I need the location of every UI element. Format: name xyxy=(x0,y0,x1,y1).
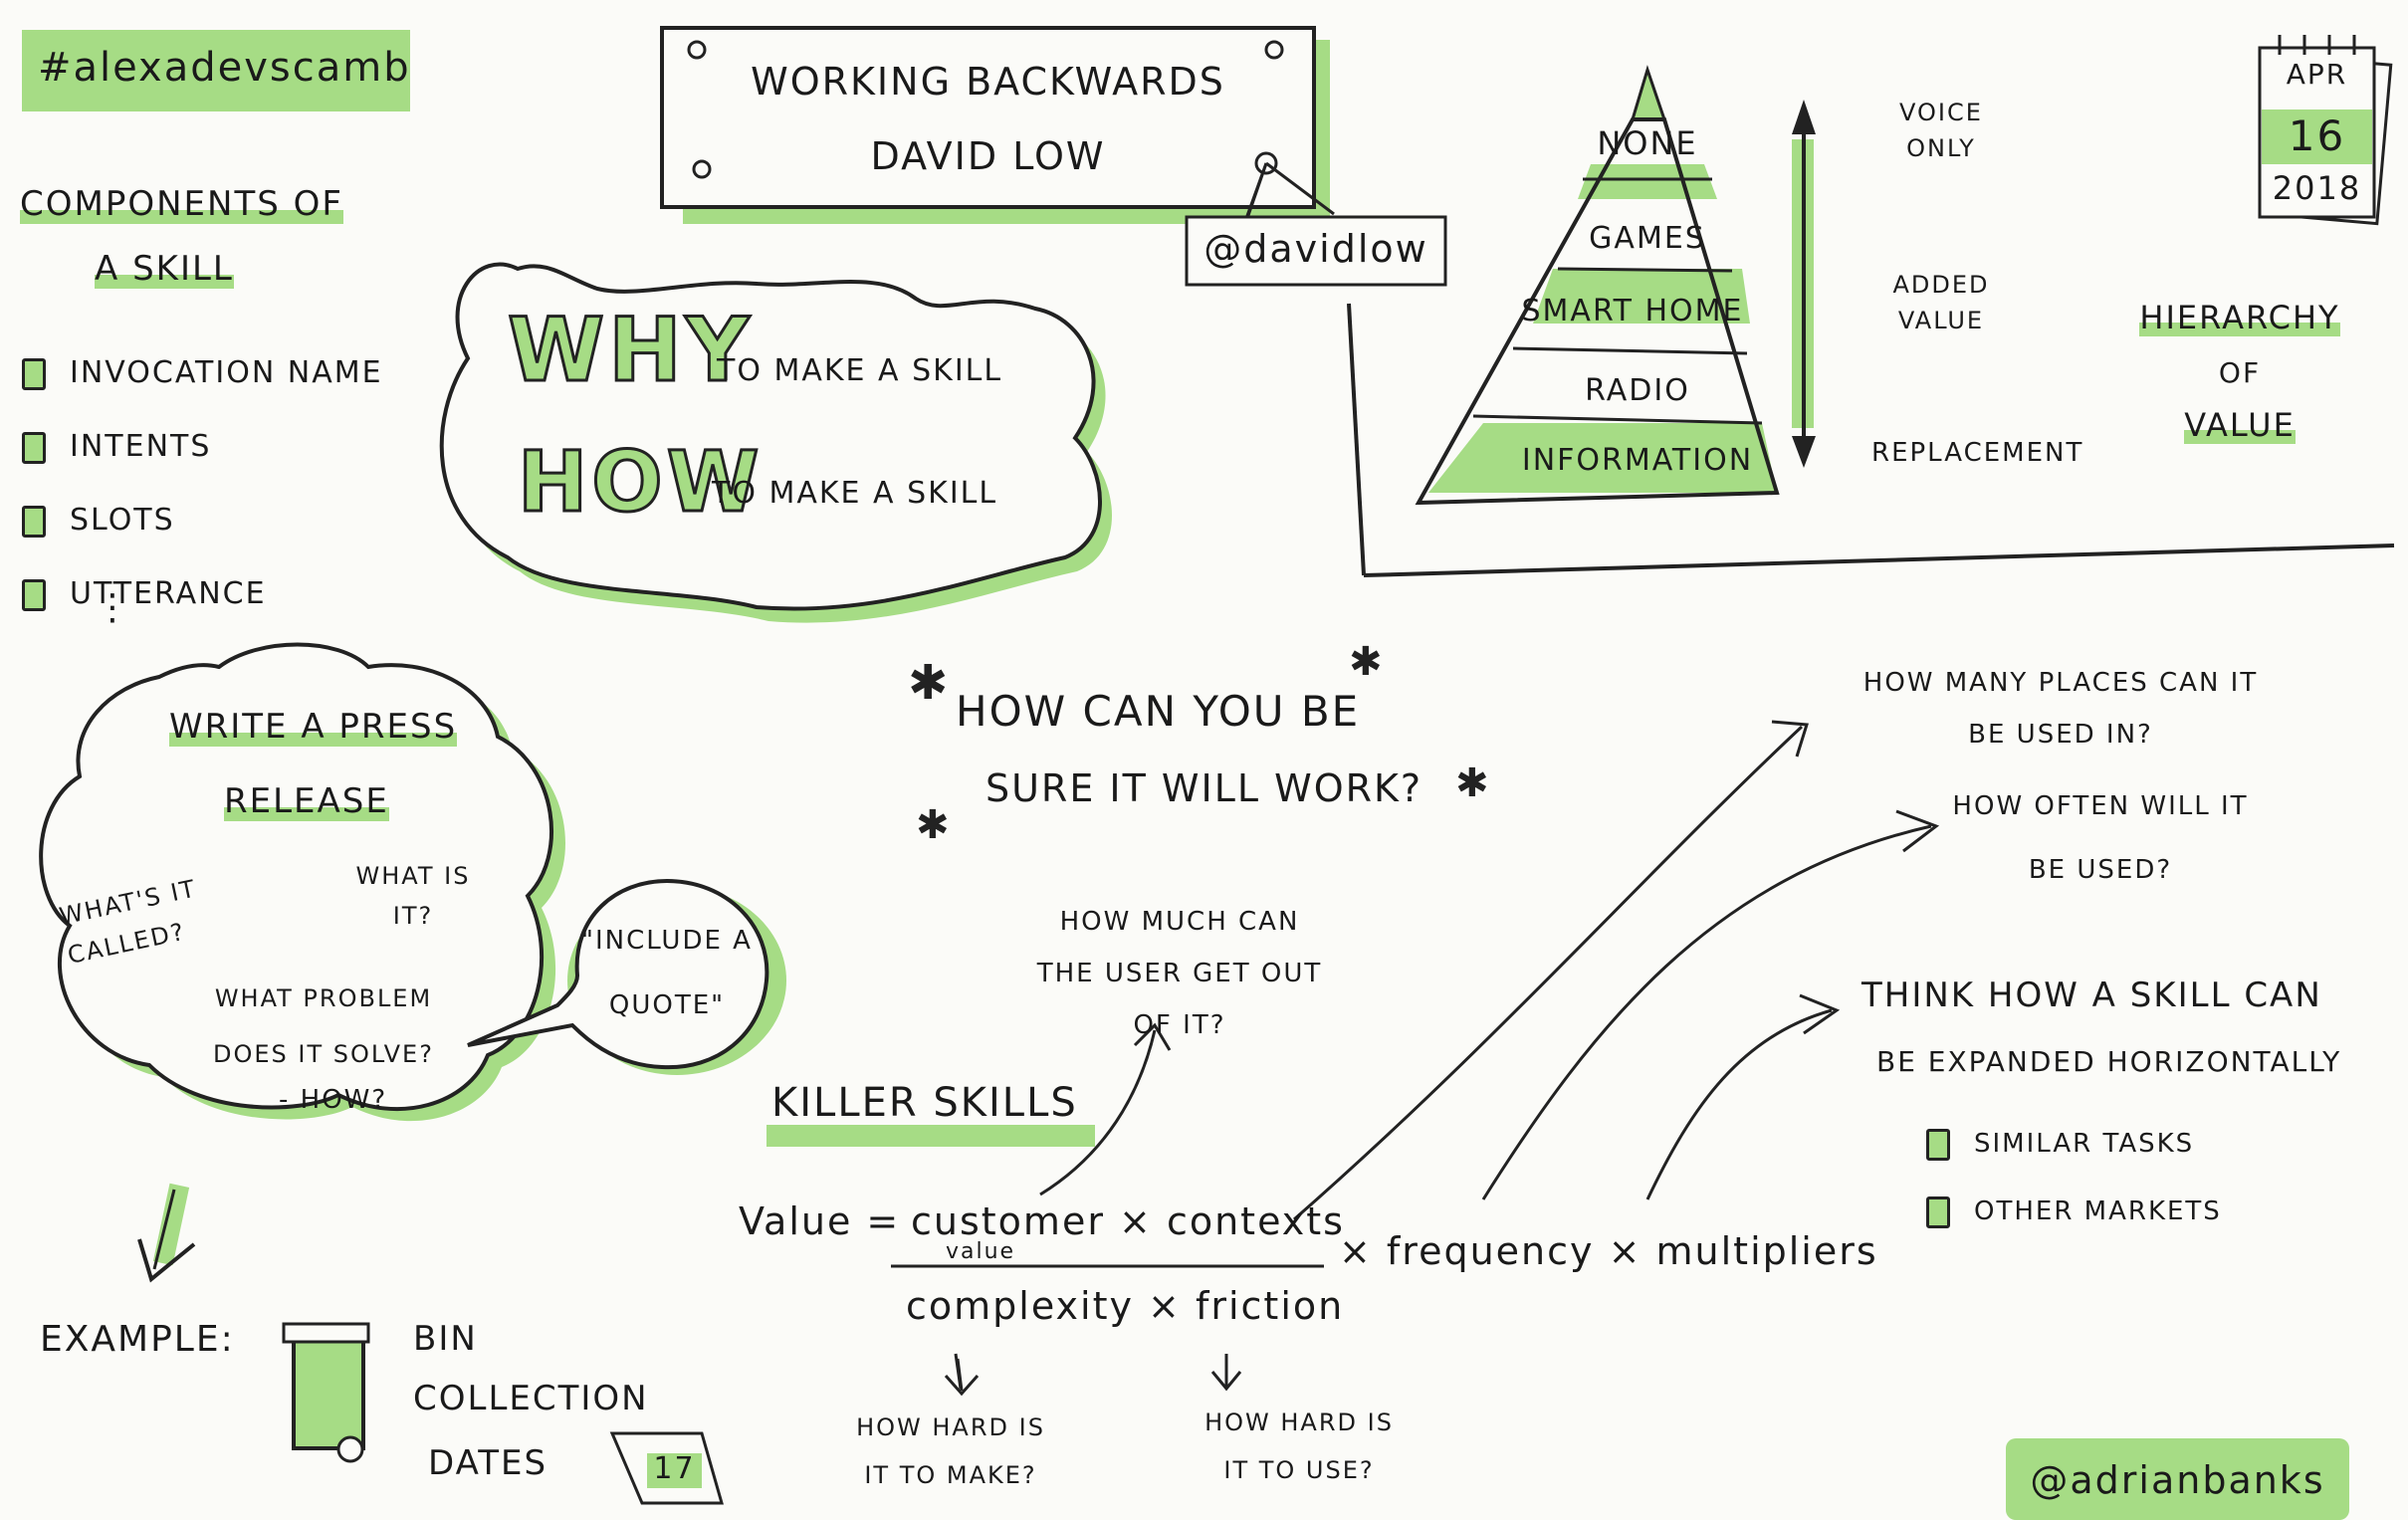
pin-icon xyxy=(687,40,707,60)
example-line1: Bin xyxy=(413,1319,478,1359)
press-question-what: What is it? xyxy=(355,862,471,930)
checkbox-icon xyxy=(1926,1128,1950,1161)
press-question-problem: What problem does it solve? xyxy=(213,984,434,1068)
date-year: 2018 xyxy=(2272,169,2362,207)
work-question-line2: sure it will work? xyxy=(985,766,1423,810)
checkbox-icon xyxy=(1926,1195,1950,1228)
why-word: WHY xyxy=(506,298,754,403)
talk-title: Working Backwards xyxy=(751,60,1225,104)
speaker-name: David Low xyxy=(870,134,1106,178)
example-line3: Dates xyxy=(428,1443,548,1483)
components-list: Invocation Name Intents Slots Utterance xyxy=(22,336,383,631)
more-items: ⋮ xyxy=(95,587,132,628)
title-board xyxy=(660,26,1316,209)
how-text: to make a skill xyxy=(712,476,998,511)
date-day: 16 xyxy=(2288,111,2346,160)
hard-use-note: How hard is it to use? xyxy=(1204,1409,1394,1484)
date-month: APR xyxy=(2286,58,2348,91)
speaker-tag xyxy=(1185,215,1447,287)
pyramid-level-information: Information xyxy=(1521,443,1754,478)
svg-text:✱: ✱ xyxy=(908,655,948,711)
components-heading-line2: A Skill xyxy=(95,249,234,289)
press-release-title: Write a Press xyxy=(169,707,458,747)
pin-icon xyxy=(692,159,712,179)
pyramid xyxy=(1415,117,1780,506)
quote-bubble xyxy=(467,878,769,1070)
hierarchy-label-value: Value xyxy=(2184,406,2296,444)
how-word: HOW xyxy=(516,432,764,533)
pin-icon xyxy=(1264,40,1284,60)
components-heading: Components of xyxy=(20,184,343,224)
formula-numerator-sub: value xyxy=(946,1239,1016,1264)
scale-bottom-label: Replacement xyxy=(1871,438,2084,468)
hashtag-highlight xyxy=(22,30,410,111)
formula-numerator: customer × contexts xyxy=(911,1199,1345,1243)
press-question-how: - How? xyxy=(279,1085,388,1115)
checkbox-icon xyxy=(22,505,46,538)
author-highlight xyxy=(2006,1438,2349,1520)
places-note: How many places can it be used in? xyxy=(1862,668,2259,750)
value-label: Value = xyxy=(739,1199,901,1243)
formula-multiplier: × frequency × multipliers xyxy=(1339,1229,1878,1273)
hierarchy-label: Hierarchy xyxy=(2139,299,2340,336)
pyramid-level-games: Games xyxy=(1589,221,1706,256)
hashtag-label: #alexadevscamb xyxy=(38,45,411,91)
pyramid-level-smart-home: Smart Home xyxy=(1521,294,1744,328)
speaker-handle: @davidlow xyxy=(1204,227,1428,271)
quote-text-line2: Quote" xyxy=(608,990,726,1020)
list-item: Invocation Name xyxy=(22,336,383,410)
quote-text: "Include a xyxy=(581,926,753,956)
svg-text:✱: ✱ xyxy=(916,802,950,848)
small-calendar-day: 17 xyxy=(653,1451,696,1486)
press-release-cloud xyxy=(39,642,553,1111)
svg-text:✱: ✱ xyxy=(1349,639,1383,685)
pyramid-level-none: None xyxy=(1597,124,1698,162)
scale-top-label: Voice only xyxy=(1899,99,1983,162)
list-item: Similar tasks xyxy=(1926,1110,2222,1178)
bin-icon xyxy=(292,1337,365,1450)
checkbox-icon xyxy=(22,431,46,464)
author-handle: @adrianbanks xyxy=(2030,1458,2325,1502)
down-arrow-icon xyxy=(137,1238,196,1283)
why-how-cloud xyxy=(439,262,1102,611)
pyramid-level-radio: Radio xyxy=(1585,373,1690,408)
work-question: How can you be xyxy=(956,687,1361,736)
checkbox-icon xyxy=(22,357,46,390)
hanging-tag-hole-icon xyxy=(1254,151,1278,175)
list-item: Intents xyxy=(22,410,383,484)
expand-line2: be expanded horizontally xyxy=(1876,1045,2342,1078)
expand-list: Similar tasks Other markets xyxy=(1926,1110,2222,1245)
example-label: Example: xyxy=(40,1319,235,1360)
list-item: Utterance xyxy=(22,557,383,631)
svg-text:✱: ✱ xyxy=(1455,760,1489,806)
example-line2: Collection xyxy=(413,1379,649,1418)
often-note: How often will it be used? xyxy=(1952,791,2249,885)
hard-make-note: How hard is it to make? xyxy=(856,1413,1045,1489)
why-text: to make a skill xyxy=(717,353,1003,388)
hierarchy-label-of: of xyxy=(2218,356,2262,389)
list-item: Other markets xyxy=(1926,1178,2222,1245)
press-release-title-line2: Release xyxy=(224,781,389,821)
checkbox-icon xyxy=(22,578,46,611)
killer-skills-heading: Killer Skills xyxy=(771,1080,1078,1126)
user-get-out-note: How much can the user get out of it? xyxy=(1036,907,1323,1040)
scale-mid-label: Added value xyxy=(1892,271,1990,334)
formula-denominator: complexity × friction xyxy=(906,1284,1345,1328)
expand-line1: Think how a skill can xyxy=(1861,976,2322,1015)
list-item: Slots xyxy=(22,484,383,557)
